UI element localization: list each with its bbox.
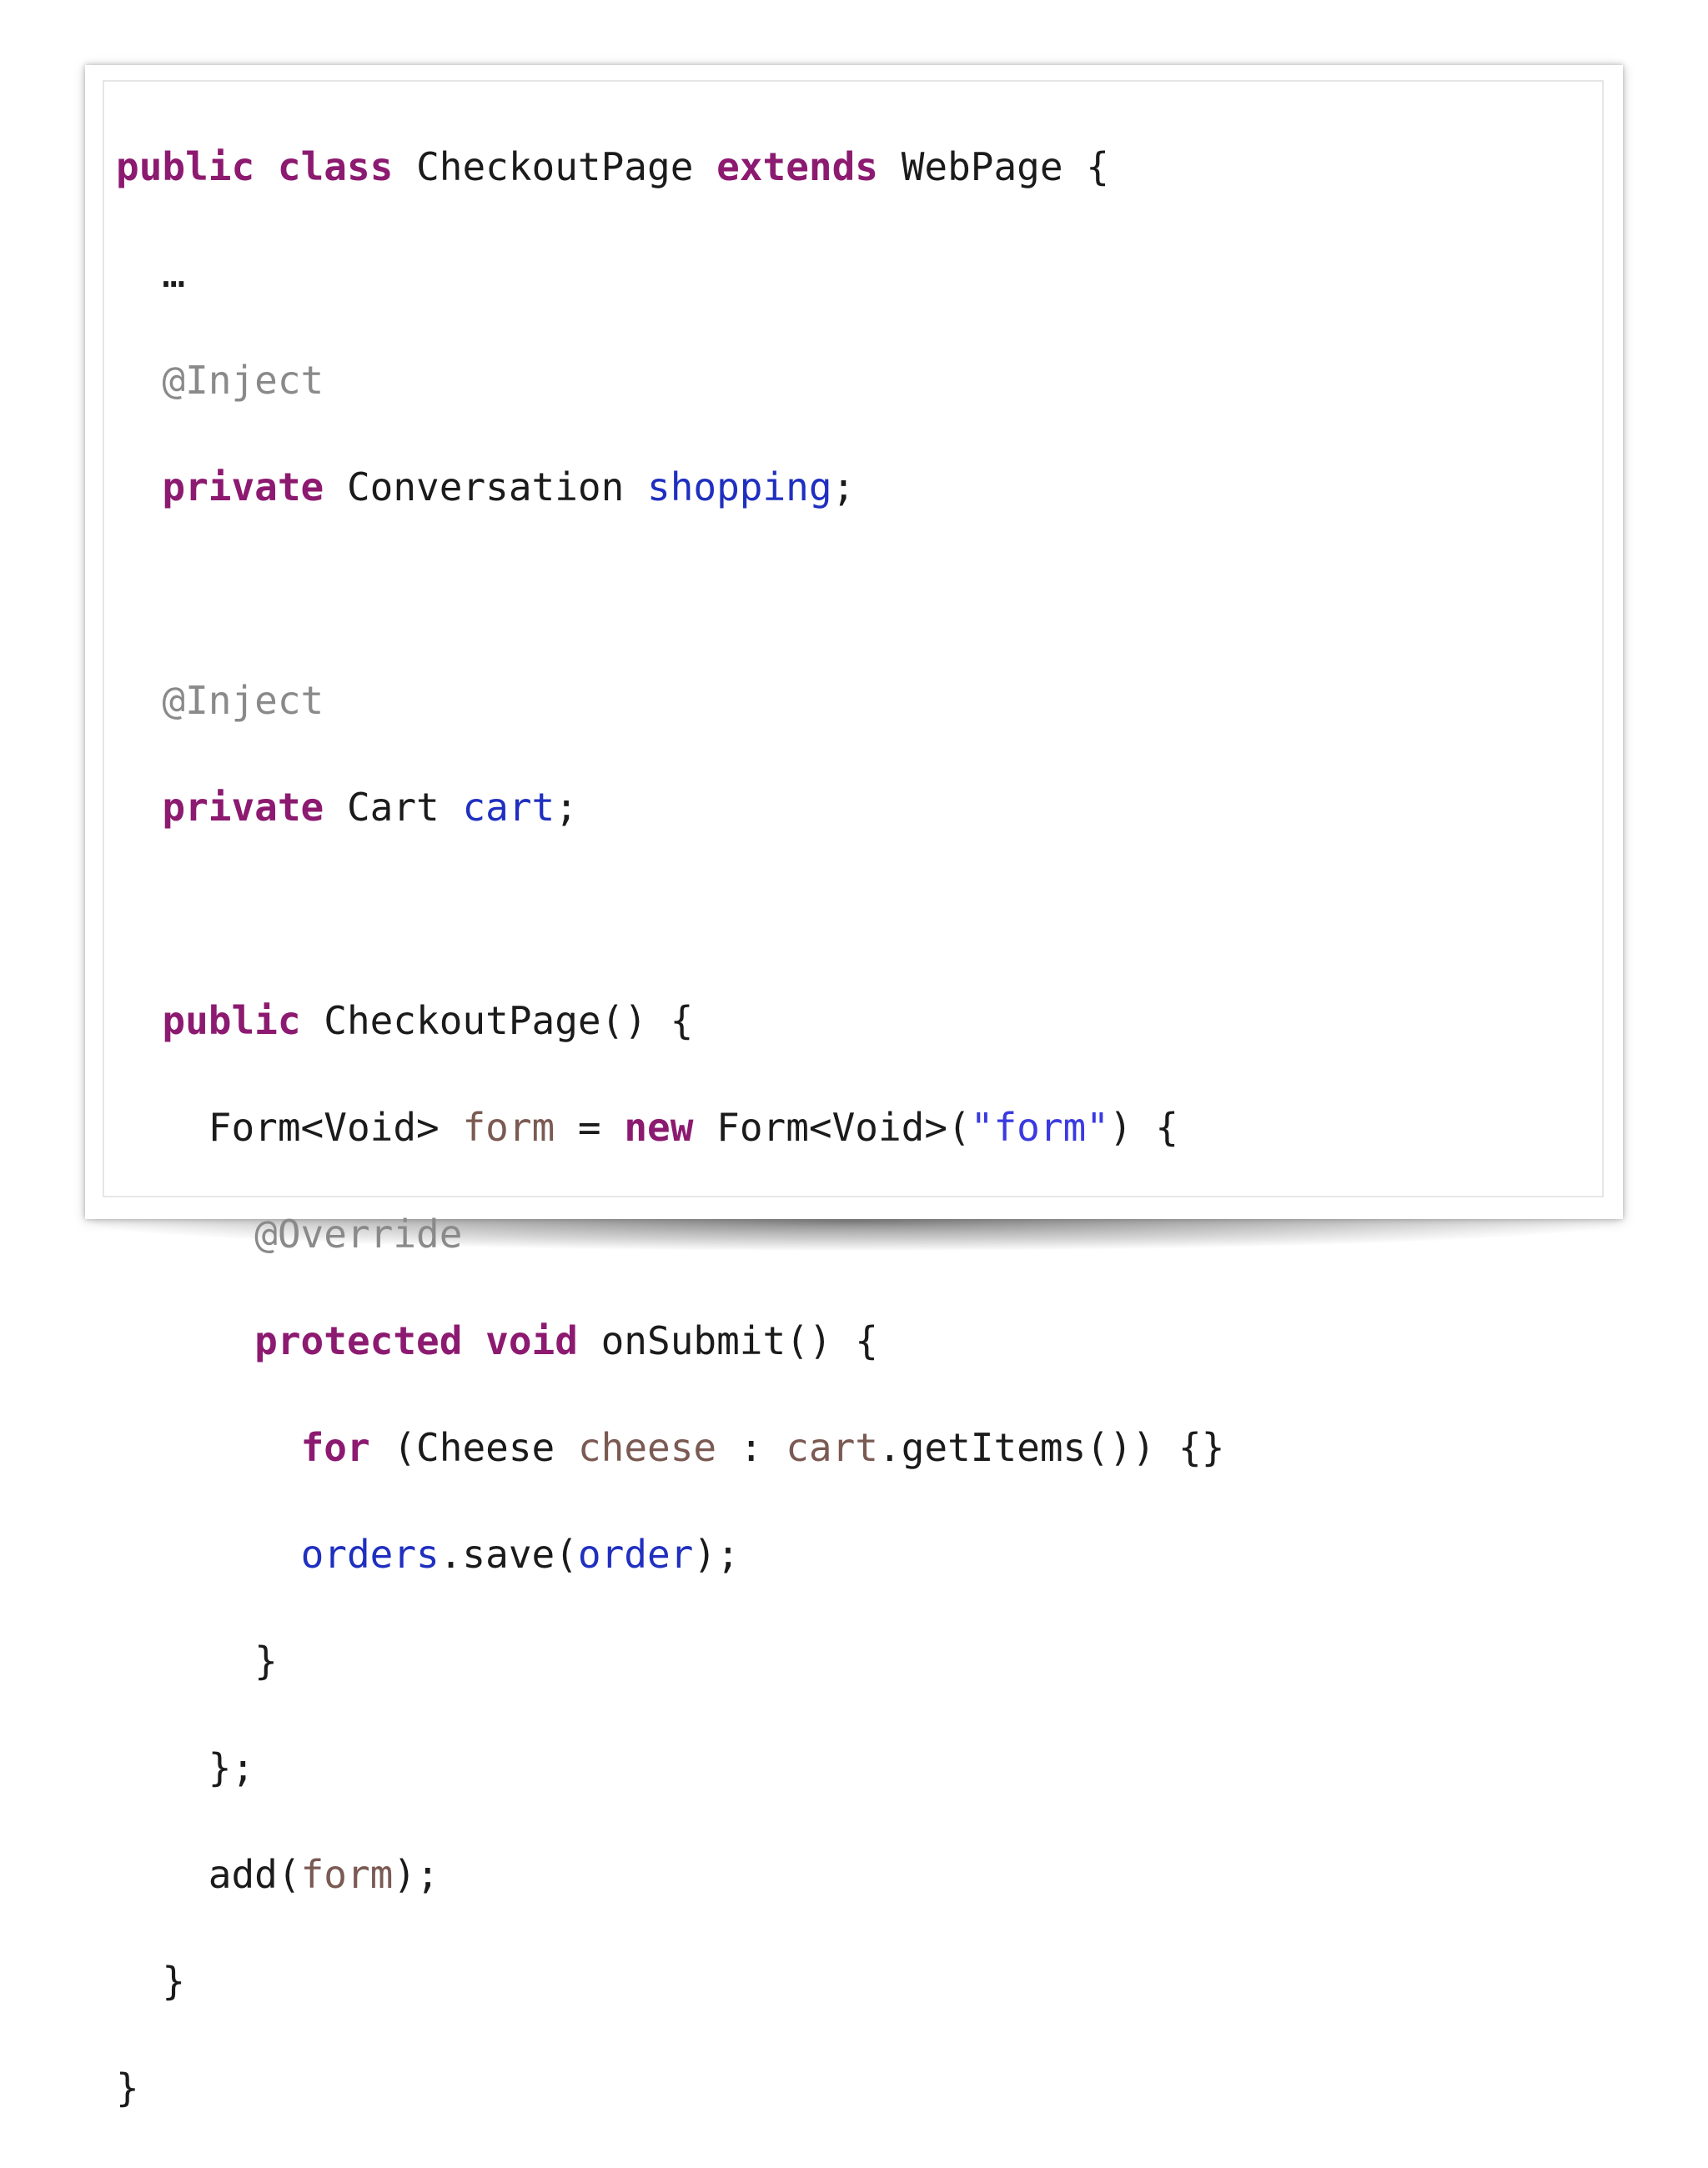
call-close: ) { [1108, 1105, 1179, 1150]
close-brace: } [254, 1639, 278, 1684]
loop-call: .getItems()) {} [878, 1425, 1225, 1470]
assign-operator: = [577, 1105, 601, 1150]
method-declaration: onSubmit() { [600, 1318, 878, 1363]
code-line-12: protected void onSubmit() { [116, 1314, 1224, 1368]
ellipsis: … [162, 251, 186, 296]
code-line-7: private Cart cart; [116, 780, 1224, 834]
code-card [85, 65, 1623, 1219]
code-line-5 [116, 567, 1224, 620]
code-line-13: for (Cheese cheese : cart.getItems()) {} [116, 1421, 1225, 1474]
loop-type: (Cheese [393, 1425, 555, 1470]
keyword-extends: extends [716, 144, 878, 189]
keyword-protected: protected [254, 1318, 463, 1363]
call-close: ); [393, 1852, 440, 1897]
semicolon: ; [555, 785, 578, 830]
code-line-2: … [116, 247, 1224, 300]
field-name: shopping [647, 464, 832, 509]
method-call: .save( [439, 1532, 578, 1577]
close-brace: } [162, 1959, 186, 2004]
local-variable-argument: form [300, 1852, 394, 1897]
keyword-private: private [162, 785, 324, 830]
loop-variable: cheese [577, 1425, 717, 1470]
keyword-new: new [624, 1105, 694, 1150]
type-name: Form<Void> [208, 1105, 440, 1150]
code-line-4: private Conversation shopping; [116, 460, 1224, 514]
loop-source: cart [786, 1425, 878, 1470]
field-name: cart [462, 785, 555, 830]
annotation-override: @Override [254, 1212, 463, 1257]
keyword-public: public [116, 144, 255, 189]
keyword-private: private [162, 464, 324, 509]
field-argument: order [577, 1532, 694, 1577]
call-close: ); [693, 1532, 740, 1577]
field-name: orders [300, 1532, 440, 1577]
code-line-17: add(form); [116, 1848, 1224, 1901]
code-line-6: @Inject [116, 674, 1224, 727]
code-line-1: public class CheckoutPage extends WebPag… [116, 140, 1224, 193]
colon: : [739, 1425, 763, 1470]
code-line-9: public CheckoutPage() { [116, 994, 1224, 1047]
class-name: CheckoutPage [416, 144, 694, 189]
keyword-void: void [485, 1318, 578, 1363]
constructor-declaration: CheckoutPage() { [324, 998, 694, 1043]
type-name: Conversation [346, 464, 625, 509]
annotation-inject: @Inject [162, 678, 324, 723]
parent-class-name: WebPage [901, 144, 1063, 189]
code-line-19: } [116, 2061, 1224, 2115]
code-line-14: orders.save(order); [116, 1528, 1224, 1581]
code-line-16: }; [116, 1741, 1224, 1794]
code-line-15: } [116, 1634, 1224, 1688]
method-call: add( [208, 1852, 301, 1897]
code-line-10: Form<Void> form = new Form<Void>("form")… [116, 1101, 1224, 1154]
string-literal: "form" [970, 1105, 1109, 1150]
keyword-for: for [300, 1425, 370, 1470]
type-name: Cart [346, 785, 440, 830]
close-brace-semicolon: }; [208, 1745, 255, 1790]
keyword-public: public [162, 998, 301, 1043]
close-brace: } [116, 2065, 139, 2110]
local-variable: form [462, 1105, 555, 1150]
open-brace: { [1086, 144, 1109, 189]
code-block: public class CheckoutPage extends WebPag… [116, 87, 1224, 2168]
constructor-call: Form<Void>( [716, 1105, 971, 1150]
code-line-11: @Override [116, 1207, 1224, 1261]
code-card-inner-border [103, 80, 1604, 1197]
semicolon: ; [831, 464, 856, 509]
annotation-inject: @Inject [162, 358, 324, 403]
code-line-8 [116, 887, 1224, 941]
code-line-18: } [116, 1955, 1224, 2008]
keyword-class: class [277, 144, 394, 189]
code-line-3: @Inject [116, 354, 1224, 407]
